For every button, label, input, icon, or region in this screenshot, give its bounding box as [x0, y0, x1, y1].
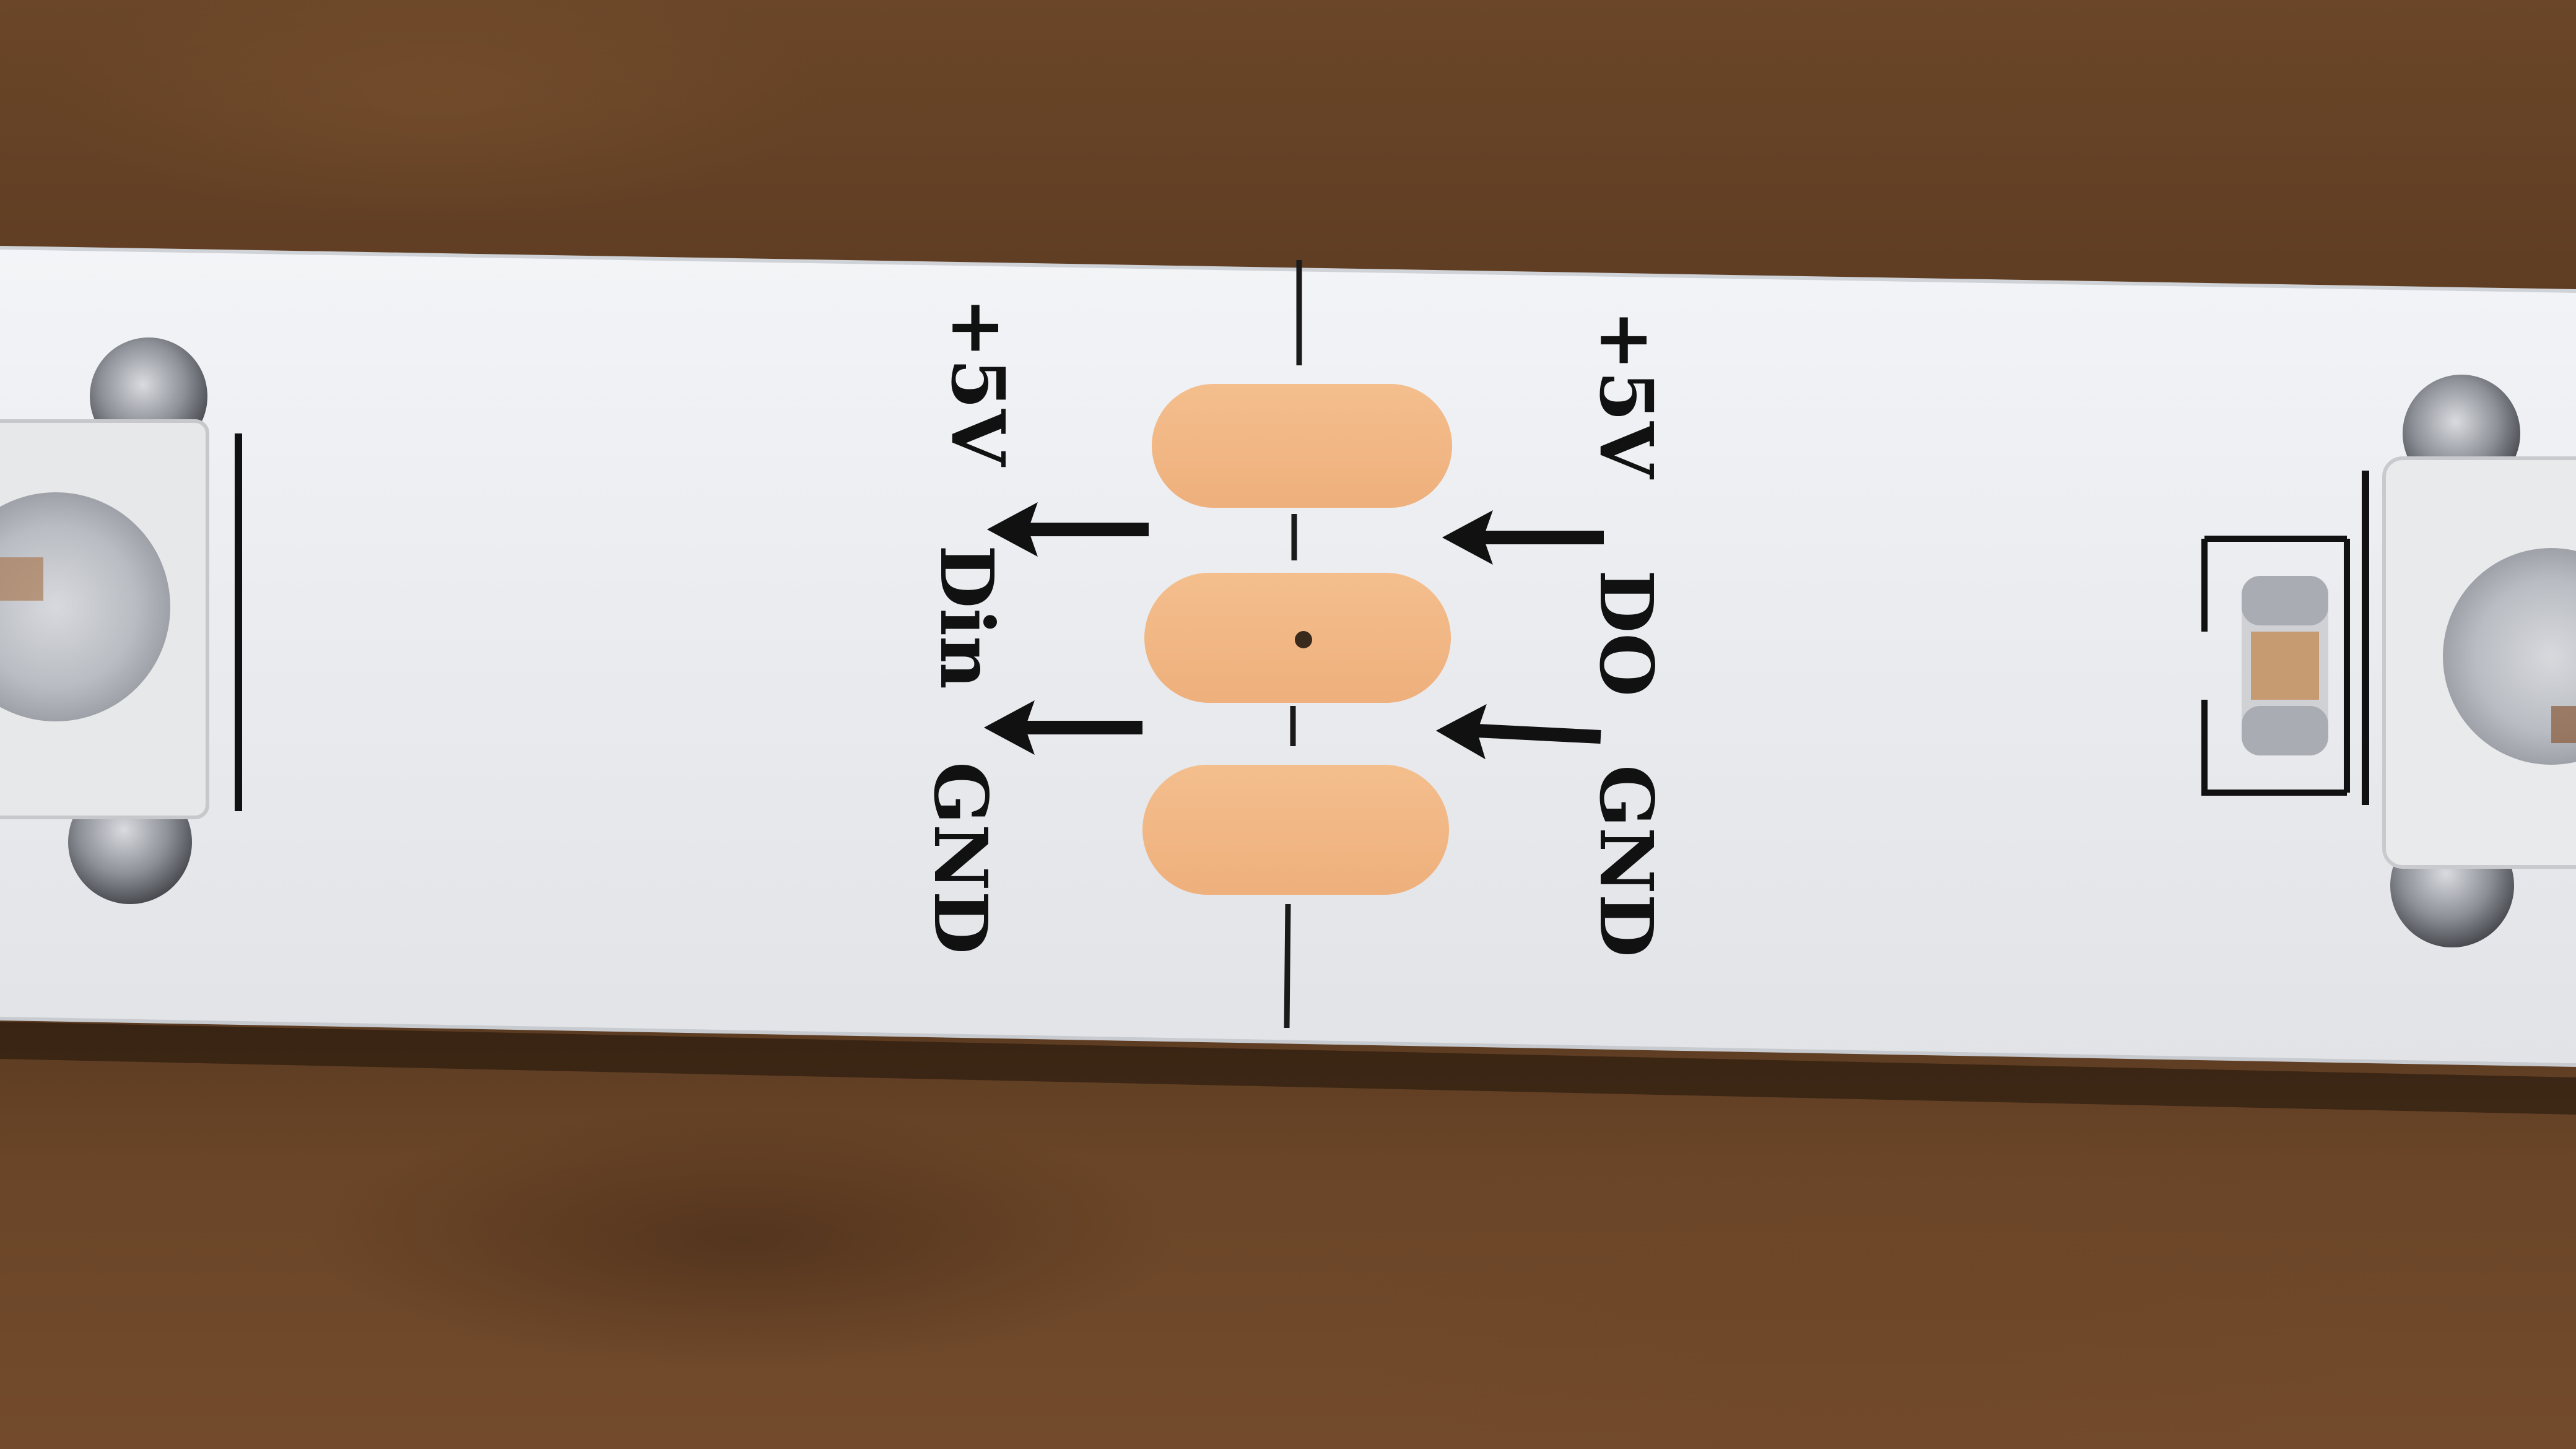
label-data-in: Din: [924, 545, 1010, 689]
strip-bottom-edge: [0, 1017, 2576, 1067]
pad-gnd: [1142, 765, 1449, 895]
arrow-icon: [983, 502, 1604, 760]
strip-top-edge: [0, 246, 2576, 293]
capacitor: [2201, 536, 2350, 796]
pad-5v: [1152, 384, 1452, 508]
cut-line: [1284, 260, 1302, 1029]
label-output-5v: +5V: [1583, 310, 1669, 479]
pad-data-via: [1295, 631, 1312, 648]
strip-shadow: [0, 1022, 2576, 1115]
label-input-5v: +5V: [935, 297, 1021, 466]
label-data-out: DO: [1583, 570, 1669, 697]
led-right: [2362, 375, 2576, 947]
led-left: [0, 337, 242, 904]
label-output-gnd: GND: [1583, 765, 1669, 957]
label-input-gnd: GND: [918, 762, 1004, 954]
